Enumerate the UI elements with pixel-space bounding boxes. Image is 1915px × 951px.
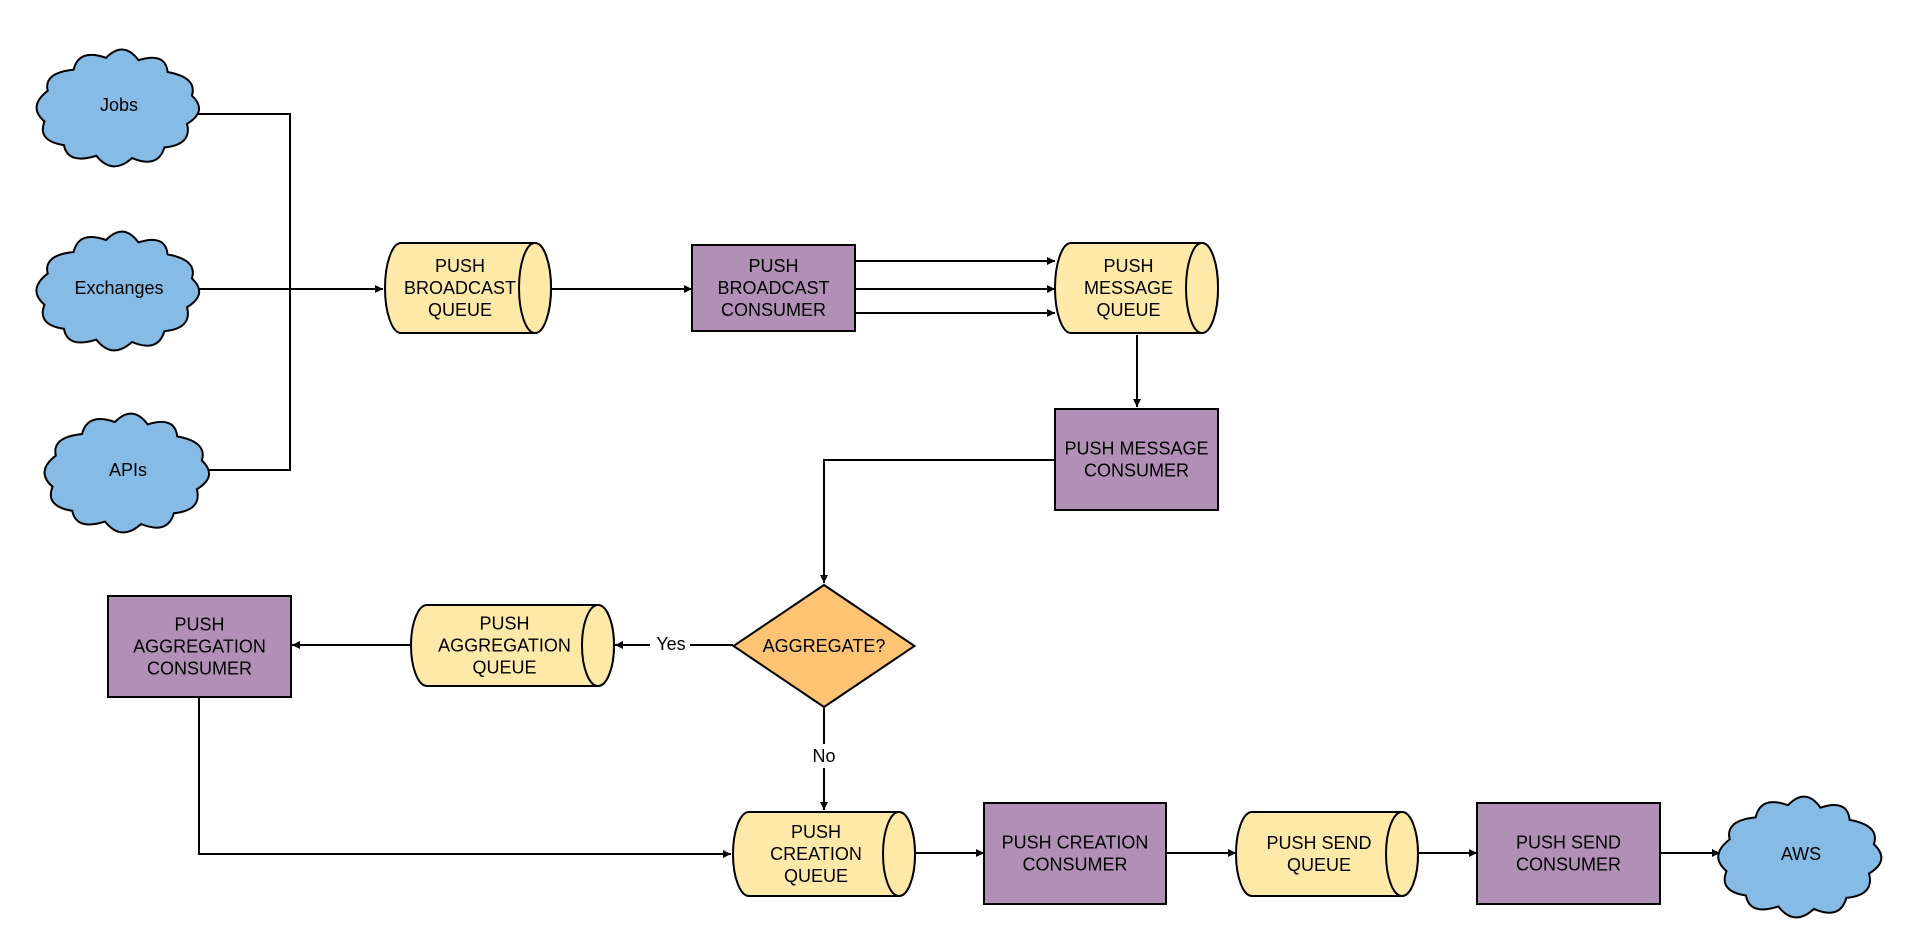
yes-edge-label: Yes: [656, 634, 685, 654]
exchanges-cloud-shape: [35, 230, 201, 352]
edge-message-consumer-to-decision: [820, 459, 1055, 583]
push-creation-consumer-label-line: CONSUMER: [1022, 855, 1127, 875]
exchanges-cloud-label-line: Exchanges: [74, 278, 163, 298]
push-message-queue-label-line: QUEUE: [1096, 300, 1160, 320]
push-creation-queue-label-line: CREATION: [770, 844, 862, 864]
push-creation-queue-cap: [882, 811, 916, 897]
edge-aggregation-consumer-to-creation-queue: [198, 697, 731, 858]
push-aggregation-queue-label-line: AGGREGATION: [438, 636, 571, 656]
push-aggregation-consumer-label-line: PUSH: [174, 615, 224, 635]
push-message-queue-label-line: PUSH: [1103, 256, 1153, 276]
push-aggregation-queue-label-line: PUSH: [479, 614, 529, 634]
push-aggregation-consumer-label-line: AGGREGATION: [133, 637, 266, 657]
push-message-queue-label-line: MESSAGE: [1084, 278, 1173, 298]
push-send-consumer-label-line: CONSUMER: [1516, 855, 1621, 875]
aggregate-decision-label-line: AGGREGATE?: [763, 636, 886, 656]
aggregate-decision: AGGREGATE?: [731, 583, 917, 709]
push-send-queue-label-line: QUEUE: [1287, 855, 1351, 875]
push-broadcast-queue-label-line: QUEUE: [428, 300, 492, 320]
aws-cloud: AWS: [1717, 795, 1883, 919]
jobs-cloud: Jobs: [35, 48, 200, 168]
push-send-queue-label-line: PUSH SEND: [1266, 833, 1371, 853]
push-aggregation-consumer-label-line: CONSUMER: [147, 659, 252, 679]
push-broadcast-queue-cap: [518, 242, 552, 334]
push-send-consumer-label-line: PUSH SEND: [1516, 833, 1621, 853]
push-send-consumer-shape: [1476, 802, 1661, 905]
push-broadcast-consumer-shape: [691, 244, 856, 332]
push-message-consumer-shape: [1054, 408, 1219, 511]
push-creation-consumer-label-line: PUSH CREATION: [1002, 833, 1149, 853]
aws-cloud-label-line: AWS: [1781, 844, 1821, 864]
apis-cloud: APIs: [43, 412, 210, 534]
exchanges-cloud: Exchanges: [35, 230, 201, 352]
apis-cloud-label-line: APIs: [109, 460, 147, 480]
push-broadcast-consumer-label-line: CONSUMER: [721, 300, 826, 320]
push-broadcast-consumer-label-line: BROADCAST: [717, 278, 829, 298]
push-broadcast-queue-label-line: BROADCAST: [404, 278, 516, 298]
push-aggregation-queue-label-line: QUEUE: [472, 658, 536, 678]
jobs-cloud-label-line: Jobs: [100, 95, 138, 115]
nodes: JobsExchangesAPIsPUSHBROADCASTQUEUEPUSHB…: [35, 48, 1883, 919]
connectors: [195, 113, 1720, 858]
apis-cloud-shape: [43, 412, 210, 534]
push-message-queue-cap: [1185, 242, 1219, 334]
jobs-cloud-shape: [35, 48, 200, 168]
push-creation-queue-label-line: QUEUE: [784, 866, 848, 886]
push-message-consumer-label-line: PUSH MESSAGE: [1064, 439, 1208, 459]
aggregate-decision-shape: [731, 583, 917, 709]
push-creation-consumer-shape: [983, 802, 1167, 905]
push-broadcast-consumer-label-line: PUSH: [748, 256, 798, 276]
edge-apis-to-broadcast-queue: [203, 289, 291, 471]
edge-jobs-to-broadcast-queue: [195, 113, 291, 289]
push-broadcast-queue-label-line: PUSH: [435, 256, 485, 276]
yes-label-bg: [650, 632, 690, 656]
no-label-bg: [808, 744, 840, 768]
push-aggregation-queue-cap: [581, 604, 615, 687]
aws-cloud-shape: [1717, 795, 1883, 919]
push-send-queue-cap: [1385, 811, 1419, 897]
push-message-consumer-label-line: CONSUMER: [1084, 461, 1189, 481]
push-aggregation-consumer-shape: [107, 595, 292, 698]
push-creation-queue-label-line: PUSH: [791, 822, 841, 842]
no-edge-label: No: [812, 746, 835, 766]
